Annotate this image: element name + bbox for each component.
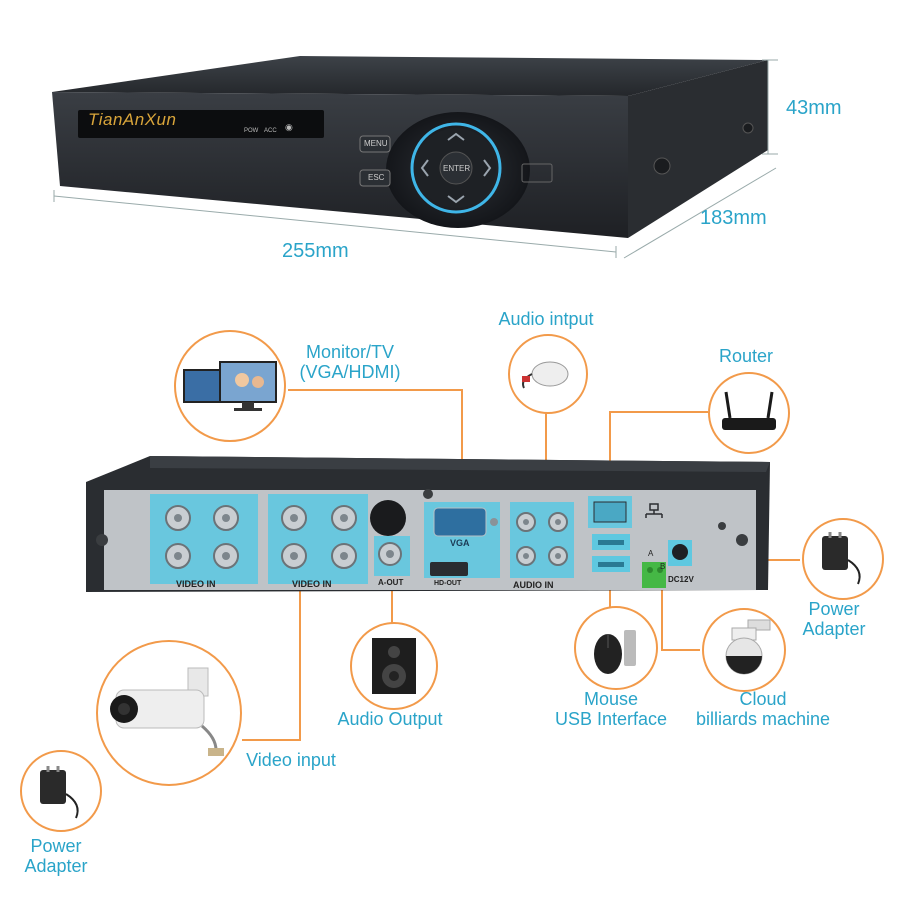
power-adapter-right-label: Power Adapter bbox=[798, 599, 870, 639]
monitor-circle bbox=[174, 330, 286, 442]
monitor-label: Monitor/TV (VGA/HDMI) bbox=[290, 342, 410, 382]
mouse-label: Mouse USB Interface bbox=[546, 689, 676, 729]
power-adapter-left-circle bbox=[20, 750, 102, 832]
mouse-icon bbox=[594, 630, 636, 674]
power-adapter-right-line2: Adapter bbox=[802, 619, 866, 639]
power-adapter-left-label: Power Adapter bbox=[18, 836, 94, 876]
enter-button[interactable]: ENTER bbox=[443, 164, 471, 173]
audio-in-label: AUDIO IN bbox=[513, 580, 554, 590]
router-label: Router bbox=[718, 346, 774, 366]
speaker-icon bbox=[372, 638, 416, 694]
video-input-label: Video input bbox=[246, 750, 336, 770]
dimension-depth: 183mm bbox=[700, 207, 767, 229]
mouse-circle bbox=[574, 606, 658, 690]
indicator-acc: ACC bbox=[264, 128, 277, 134]
router-icon bbox=[722, 391, 776, 430]
power-adapter-left-line2: Adapter bbox=[24, 856, 88, 876]
brand-logo: TianAnXun bbox=[88, 110, 177, 129]
bullet-camera-icon bbox=[110, 667, 224, 756]
audio-output-label: Audio Output bbox=[337, 709, 443, 729]
microphone-icon bbox=[522, 361, 569, 389]
menu-button[interactable]: MENU bbox=[364, 139, 388, 148]
dc-label: DC12V bbox=[668, 575, 694, 584]
mouse-label-line2: USB Interface bbox=[554, 709, 668, 729]
hdout-label: HD-OUT bbox=[434, 580, 462, 587]
audio-input-label: Audio intput bbox=[498, 309, 594, 329]
dimension-width: 255mm bbox=[282, 240, 349, 262]
video-in-label-2: VIDEO IN bbox=[292, 579, 332, 589]
audio-output-circle bbox=[350, 622, 438, 710]
monitor-icon bbox=[183, 361, 277, 411]
power-adapter-right-circle bbox=[802, 518, 884, 600]
bullet-camera-circle bbox=[96, 640, 242, 786]
power-adapter-left-line1: Power bbox=[30, 836, 82, 856]
aout-label: A-OUT bbox=[378, 578, 404, 587]
power-adapter-icon bbox=[40, 766, 79, 819]
monitor-label-line1: Monitor/TV bbox=[305, 342, 395, 362]
router-circle bbox=[708, 372, 790, 454]
esc-button[interactable]: ESC bbox=[368, 173, 385, 182]
dimension-height: 43mm bbox=[786, 97, 842, 119]
power-adapter-right-line1: Power bbox=[808, 599, 860, 619]
vga-label: VGA bbox=[450, 538, 470, 548]
ptz-camera-circle bbox=[702, 608, 786, 692]
ptz-camera-icon bbox=[725, 619, 771, 675]
monitor-label-line2: (VGA/HDMI) bbox=[299, 362, 401, 382]
indicator-net-icon: ◉ bbox=[285, 122, 293, 132]
dvr-front-view bbox=[52, 56, 778, 259]
cloud-label: Cloud billiards machine bbox=[688, 689, 838, 729]
cloud-label-line2: billiards machine bbox=[695, 709, 831, 729]
video-in-label-1: VIDEO IN bbox=[176, 579, 216, 589]
rs485-a-label: A bbox=[648, 549, 654, 558]
mouse-label-line1: Mouse bbox=[583, 689, 639, 709]
cloud-label-line1: Cloud bbox=[739, 689, 787, 709]
rs485-b-label: B bbox=[660, 562, 666, 571]
indicator-pow: POW bbox=[244, 128, 259, 134]
power-adapter-icon bbox=[822, 532, 861, 585]
audio-input-circle bbox=[508, 334, 588, 414]
